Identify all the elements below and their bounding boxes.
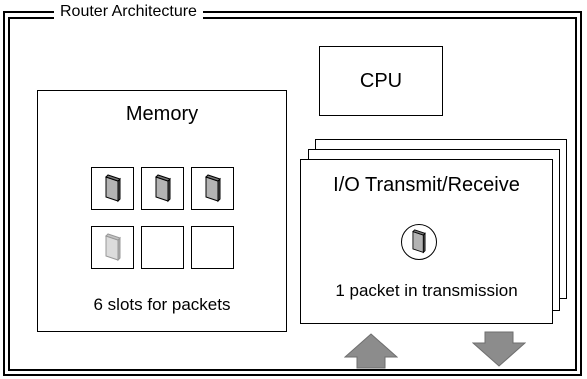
memory-box: Memory 6 slots for packets xyxy=(37,90,287,332)
router-frame-outer xyxy=(3,11,582,376)
io-caption: 1 packet in transmission xyxy=(335,281,518,300)
router-architecture-title: Router Architecture xyxy=(54,3,203,21)
packet-icon xyxy=(412,229,426,254)
faded-packet-icon xyxy=(104,232,121,261)
down-arrow-icon xyxy=(472,331,526,367)
up-arrow-icon xyxy=(344,333,398,369)
memory-title: Memory xyxy=(125,103,199,125)
memory-caption: 6 slots for packets xyxy=(93,295,231,314)
io-box: I/O Transmit/Receive 1 packet in transmi… xyxy=(300,159,553,324)
memory-slot-3 xyxy=(191,167,234,210)
memory-slot-1 xyxy=(91,167,134,210)
packet-icon xyxy=(104,173,121,202)
packet-icon xyxy=(154,173,171,202)
memory-slot-2 xyxy=(141,167,184,210)
memory-slot-4 xyxy=(91,226,134,269)
router-frame-inner xyxy=(8,17,577,371)
io-title: I/O Transmit/Receive xyxy=(333,174,520,196)
memory-slot-6 xyxy=(191,226,234,269)
memory-slot-5 xyxy=(141,226,184,269)
cpu-label: CPU xyxy=(359,69,403,92)
packet-icon xyxy=(204,173,221,202)
transmission-packet-circle xyxy=(401,224,437,260)
cpu-box: CPU xyxy=(319,46,443,116)
